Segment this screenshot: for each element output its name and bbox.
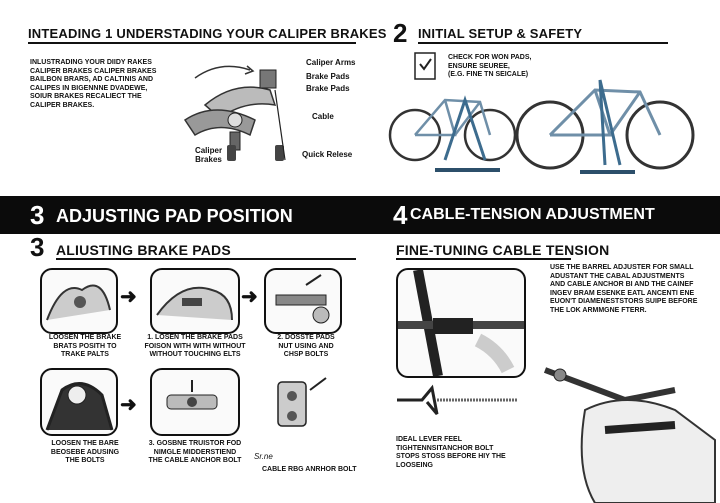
instruction-line: AND CABLE ANCHOR BI AND THE CAINEF (550, 281, 694, 288)
arrow-right-icon: ➜ (120, 286, 137, 308)
step-panel-5 (150, 368, 240, 436)
label-quick-release: Quick Relese (302, 150, 353, 159)
section3-rule (56, 258, 356, 260)
instruction-line: INGEV BRAM ESENKE EATL ANCENTI ENE (550, 289, 695, 297)
para-line: CALIPER BRAKES. (30, 101, 95, 109)
barrel-adjuster-illustration (397, 384, 517, 415)
section-band (0, 196, 720, 234)
caption-2: 1. LOSEN THE BRAKE PADS FOISON WITH WITH… (140, 334, 250, 360)
instruction-line: EUON'T DIAMENESTSTORS SUIPE BEFORE (550, 298, 698, 305)
caption-6-prefix: Sr.ne (254, 452, 273, 461)
bicycle-left (388, 98, 517, 162)
label-caliper-brakes: Caliper Brakes (194, 146, 223, 164)
para-line: BAILBON BRARS, AD CALTINIS AND (30, 76, 154, 83)
section4-heading: FINE-TUNING CABLE TENSION (396, 242, 610, 258)
caption-6: CABLE RBG ANRHOR BOLT (262, 466, 357, 473)
caliper-brake-illustration (183, 65, 286, 161)
para-line: CALIPES IN BIGENNNE DVADEWE, (30, 84, 148, 92)
caption-line: BEOSEBE ADUSING (50, 448, 120, 456)
caption-1: LOOSEN THE BRAKE BRATS POSITH TO TRAKE P… (40, 334, 130, 360)
caption-line: 2. DOSSTE PADS (277, 334, 335, 341)
caption-line: TRAKE PALTS (61, 351, 109, 358)
caption-5: 3. GOSBNE TRUISTOR FOD NIMGLE MIDDERSTIE… (140, 440, 250, 466)
caption-line: WITHOUT TOUCHING ELTS (149, 351, 241, 358)
caption-line: NUT USING AND (278, 342, 334, 350)
caption-line: 1. LOSEN THE BRAKE PADS (147, 334, 243, 341)
bicycles-on-stand-illustration (388, 79, 695, 174)
section3-heading: ALIUSTING BRAKE PADS (56, 242, 231, 258)
step-panel-1 (40, 268, 118, 334)
section2-note: CHECK FOR WON PADS, ENSURE SEUREE, (E.G.… (448, 54, 558, 80)
band-left-title: ADJUSTING PAD POSITION (56, 206, 293, 226)
label-brake-pads-2: Brake Pads (306, 84, 350, 93)
band-right-title: CABLE-TENSION ADJUSTMENT (410, 206, 655, 223)
arrow-right-icon: ➜ (120, 394, 137, 416)
note-line: LOOSEING (396, 461, 433, 469)
caption-line: CHSP BOLTS (283, 351, 329, 358)
hand-adjusting-illustration (543, 367, 716, 503)
label-caliper-arms: Caliper Arms (306, 58, 356, 67)
instruction-line: ADUSTANT THE CABAL ADJUSTMENTS (550, 272, 685, 280)
caption-line: 3. GOSBNE TRUISTOR FOD (148, 440, 242, 447)
para-line: INLUSTRADING YOUR DIIDY RAKES (30, 59, 152, 66)
caption-line: NIMGLE MIDDERSTIEND (153, 448, 237, 456)
cable-tension-panel (396, 268, 526, 378)
checklist-icon (414, 52, 436, 80)
step-panel-3 (264, 268, 342, 334)
para-line: SOIUR BRAKES RECALIECT THE (30, 93, 142, 100)
band-left-number: 3 (30, 200, 45, 230)
section2-heading: INITIAL SETUP & SAFETY (418, 26, 583, 41)
step-panel-2 (150, 268, 240, 334)
anchor-bolt-illustration (277, 377, 327, 427)
section4-instructions: USE THE BARREL ADJUSTER FOR SMALL ADUSTA… (550, 264, 720, 315)
section4-bottom-note: IDEAL LEVER FEEL TIGHTENNSITANCHOR BOLT … (396, 436, 526, 470)
caption-line: LOOSEN THE BRAKE (48, 334, 122, 341)
note-line: TIGHTENNSITANCHOR BOLT (396, 444, 494, 452)
step-panel-4 (40, 368, 118, 436)
caption-line: LOOSEN THE BARE (51, 440, 119, 447)
section1-heading: INTEADING 1 UNDERSTADING YOUR CALIPER BR… (28, 26, 387, 41)
instruction-line: USE THE BARREL ADJUSTER FOR SMALL (550, 264, 694, 271)
section4-rule (396, 258, 571, 260)
section1-paragraph: INLUSTRADING YOUR DIIDY RAKES CALIPER BR… (30, 59, 170, 110)
label-brake-pads-1: Brake Pads (306, 72, 350, 81)
band-right-number: 4 (393, 200, 408, 230)
caption-4: LOOSEN THE BARE BEOSEBE ADUSING THE BOLT… (40, 440, 130, 466)
section2-number: 2 (393, 18, 408, 48)
note-line: (E.G. FINE TN SEICALE) (448, 71, 529, 78)
note-line: CHECK FOR WON PADS, (448, 54, 532, 61)
label-cable: Cable (312, 112, 334, 121)
section3-number: 3 (30, 232, 45, 262)
caption-3: 2. DOSSTE PADS NUT USING AND CHSP BOLTS (266, 334, 346, 360)
section2-rule (418, 42, 668, 44)
note-line: IDEAL LEVER FEEL (396, 436, 462, 443)
note-line: STOPS STOSS BEFORE HIY THE (396, 453, 506, 460)
section1-rule (28, 42, 356, 44)
instruction-line: THE LOK ARMMGNE FTERR. (550, 306, 647, 314)
caption-line: THE CABLE ANCHOR BOLT (148, 457, 242, 464)
para-line: CALIPER BRAKES CALIPER BRAKES (30, 67, 157, 75)
note-line: ENSURE SEUREE, (448, 62, 510, 70)
caption-line: BRATS POSITH TO (53, 342, 117, 350)
caption-line: THE BOLTS (65, 457, 105, 464)
arrow-right-icon: ➜ (241, 286, 258, 308)
caption-line: FOISON WITH WITH WITHOUT (144, 342, 246, 350)
